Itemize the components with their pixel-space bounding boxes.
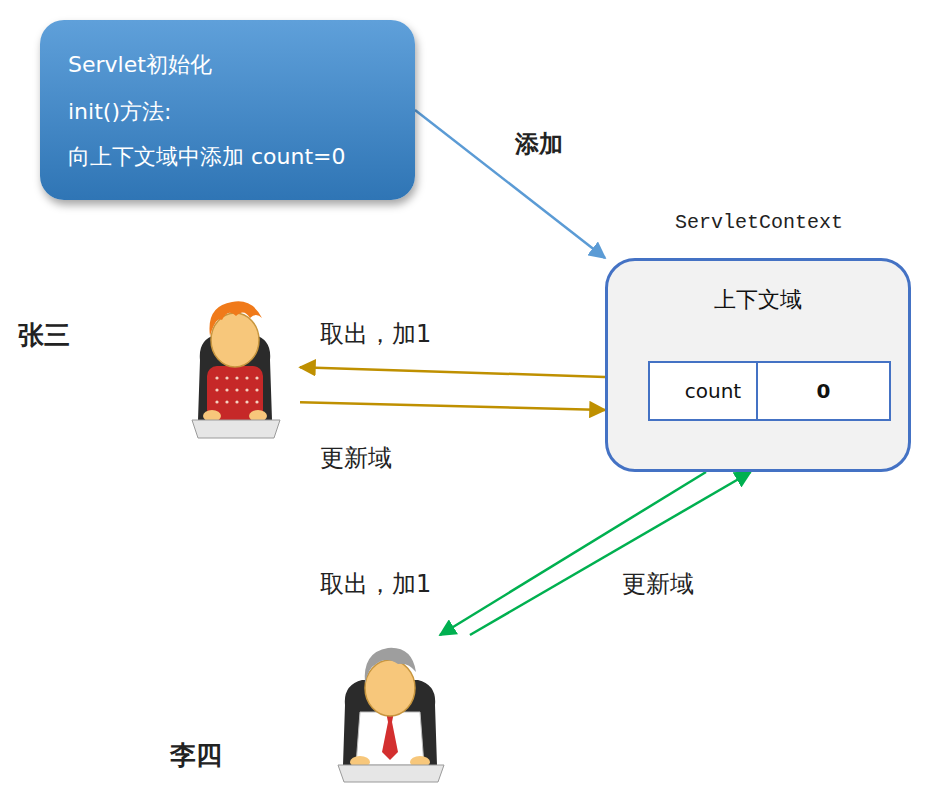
servlet-context-box: ServletContext上下文域count0 — [605, 258, 911, 472]
connector-arrow — [440, 472, 706, 635]
user-node: 李四 — [165, 635, 480, 785]
edge-label: 添加 — [513, 128, 565, 160]
person-figure — [192, 301, 280, 438]
node-label: Servlet初始化 — [68, 50, 212, 80]
edge-label: 取出，加1 — [318, 568, 433, 600]
table-cell: 0 — [756, 361, 891, 421]
connector-arrow — [300, 367, 605, 377]
node-label: 张三 — [18, 318, 70, 353]
person-figure — [338, 648, 444, 782]
init-box: Servlet初始化 init()方法: 向上下文域中添加 count=0 — [40, 20, 415, 200]
node-label: 0 — [758, 379, 889, 403]
connector-arrow — [415, 110, 605, 258]
node-label: 李四 — [170, 738, 222, 773]
edge-label: 取出，加1 — [318, 318, 433, 350]
connector-arrow — [300, 402, 605, 410]
node-text: 上下文域 — [608, 285, 908, 315]
edge-label: 更新域 — [620, 568, 696, 600]
connector-arrow — [470, 472, 751, 635]
user-node: 张三 — [15, 300, 300, 440]
edge-label: 更新域 — [318, 442, 394, 474]
node-text: 向上下文域中添加 count=0 — [68, 142, 346, 172]
node-text: init()方法: — [68, 97, 171, 127]
node-label: ServletContext — [675, 211, 843, 234]
